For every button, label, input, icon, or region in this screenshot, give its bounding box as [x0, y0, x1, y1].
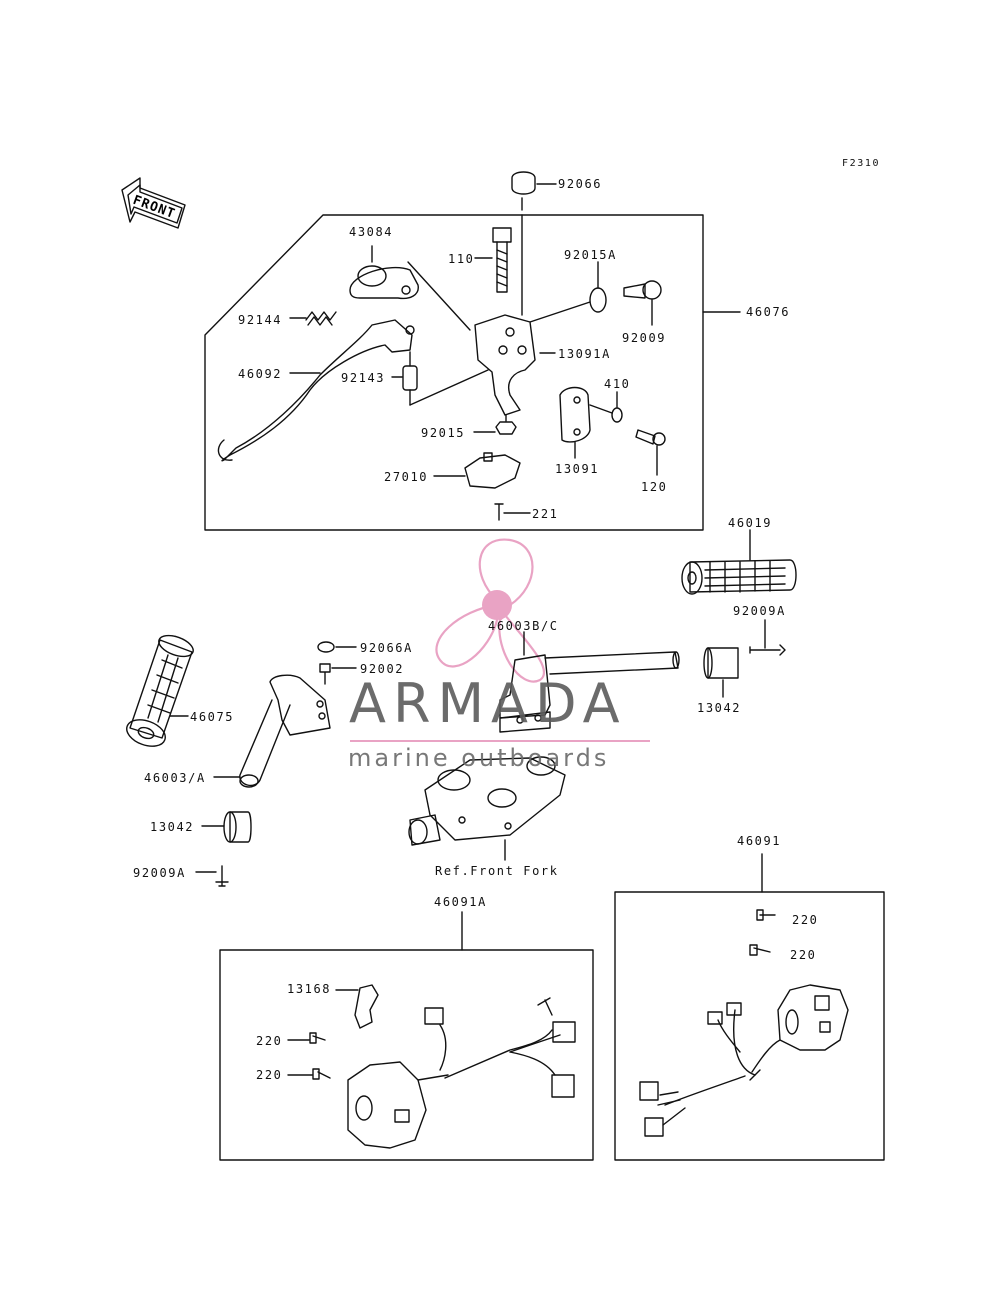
- part-13091-clamp: [559, 386, 591, 443]
- label-220-left-a: 220: [256, 1034, 283, 1048]
- label-46019: 46019: [728, 516, 773, 530]
- label-13042-left: 13042: [150, 820, 195, 834]
- label-13091A: 13091A: [558, 347, 611, 361]
- ref-front-fork-note: Ref.Front Fork: [435, 864, 559, 878]
- part-13091A-clamp: [474, 314, 536, 416]
- label-27010: 27010: [384, 470, 429, 484]
- part-110-bolt-head: [492, 227, 512, 243]
- label-92144: 92144: [238, 313, 283, 327]
- label-13168: 13168: [287, 982, 332, 996]
- part-46003BC-handlebar: [499, 631, 680, 733]
- label-13042-right: 13042: [697, 701, 742, 715]
- part-92015A-washer: [589, 287, 607, 313]
- label-92009: 92009: [622, 331, 667, 345]
- label-46091: 46091: [737, 834, 782, 848]
- label-92009A-left: 92009A: [133, 866, 186, 880]
- watermark-title: ARMADA: [349, 672, 627, 735]
- brake-group-frame: [204, 214, 704, 531]
- label-220-right-a: 220: [792, 913, 819, 927]
- label-43084: 43084: [349, 225, 394, 239]
- label-46075: 46075: [190, 710, 235, 724]
- label-46076: 46076: [746, 305, 791, 319]
- label-92143: 92143: [341, 371, 386, 385]
- part-46019-grip: [681, 529, 797, 595]
- label-92015: 92015: [421, 426, 466, 440]
- watermark-subtitle: marine outboards: [348, 744, 610, 772]
- part-221-screw: [494, 503, 504, 521]
- part-46003A-handlebar: [213, 674, 331, 788]
- part-92009-screw: [623, 283, 646, 299]
- label-110: 110: [448, 252, 475, 266]
- part-92066A-washer: [317, 641, 335, 653]
- part-43084-adjuster: [349, 266, 419, 300]
- label-92002: 92002: [360, 662, 405, 676]
- label-46091A: 46091A: [434, 895, 487, 909]
- part-92066-cap: [511, 171, 536, 195]
- label-13091: 13091: [555, 462, 600, 476]
- label-92066A: 92066A: [360, 641, 413, 655]
- part-92002-bolt: [319, 663, 331, 685]
- label-221: 221: [532, 507, 559, 521]
- left-switch-frame: [219, 949, 594, 1161]
- part-46092-lever: [221, 319, 413, 462]
- part-46091-switch-assy: [639, 909, 849, 1137]
- label-46003A: 46003/A: [144, 771, 206, 785]
- part-13042-weight-right: [707, 647, 739, 679]
- label-410: 410: [604, 377, 631, 391]
- part-92009A-bolt-right: [749, 644, 786, 656]
- part-120-bolt: [635, 429, 656, 445]
- label-120: 120: [641, 480, 668, 494]
- part-92144-spring: [305, 311, 337, 321]
- part-13042-weight-left: [229, 811, 252, 843]
- label-46003BC: 46003B/C: [488, 619, 559, 633]
- part-46075-grip: [126, 634, 194, 747]
- part-92009A-bolt-left: [215, 865, 229, 887]
- part-92015-nut: [495, 421, 517, 435]
- watermark-underline: [350, 740, 650, 742]
- front-arrow-icon: [121, 177, 186, 229]
- figure-code: F2310: [842, 158, 881, 169]
- part-410-washer: [611, 407, 623, 423]
- label-220-left-b: 220: [256, 1068, 283, 1082]
- part-46091A-switch-assy: [287, 984, 576, 1149]
- label-220-right-b: 220: [790, 948, 817, 962]
- label-92009A-right: 92009A: [733, 604, 786, 618]
- right-switch-frame: [614, 891, 885, 1161]
- part-92143-collar: [402, 365, 418, 391]
- front-fork-bracket: [408, 756, 566, 861]
- label-92015A: 92015A: [564, 248, 617, 262]
- label-46092: 46092: [238, 367, 283, 381]
- watermark-propeller-icon: [435, 538, 546, 683]
- label-92066: 92066: [558, 177, 603, 191]
